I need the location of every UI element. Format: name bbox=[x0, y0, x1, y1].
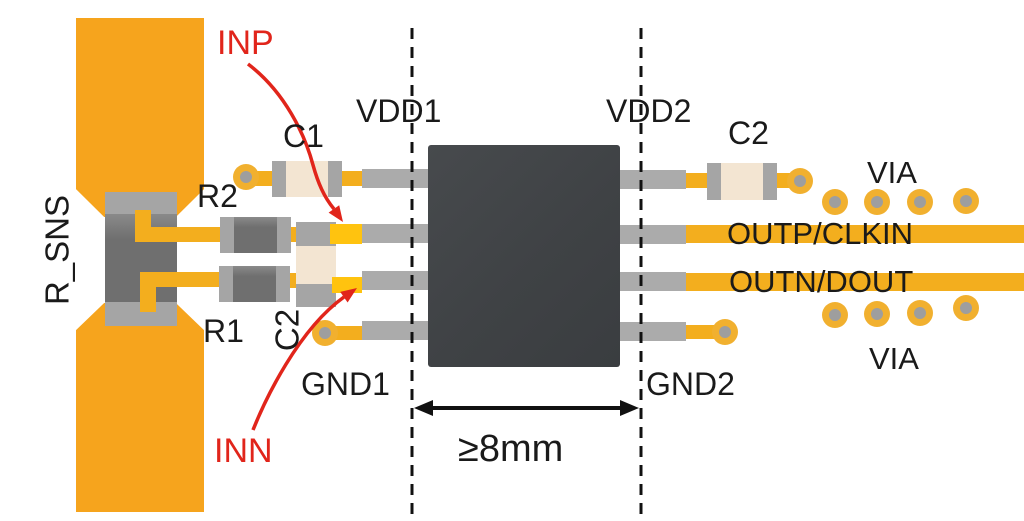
via-top-row-4 bbox=[953, 188, 979, 214]
ic-pad-left-2 bbox=[362, 224, 432, 243]
vdd1-trace-right bbox=[342, 171, 364, 186]
cap-c2-body bbox=[721, 163, 763, 200]
via-hole bbox=[914, 307, 926, 319]
label-via-bottom: VIA bbox=[869, 341, 919, 376]
cap-c2-left-cap bbox=[707, 163, 721, 200]
cap-c1-body bbox=[286, 161, 328, 197]
via-hole bbox=[829, 196, 841, 208]
label-r-sns: R_SNS bbox=[38, 194, 76, 306]
via-hole bbox=[960, 195, 972, 207]
label-c2-input: C2 bbox=[268, 308, 306, 352]
outp-clkin-trace bbox=[686, 225, 1024, 243]
resistor-r2-left-cap bbox=[220, 217, 234, 253]
ic-pad-right-4 bbox=[616, 322, 686, 341]
via-top-row-2 bbox=[864, 189, 890, 215]
label-r1: R1 bbox=[203, 313, 244, 349]
inp-arrowhead bbox=[328, 205, 343, 222]
ic-pad-left-1 bbox=[362, 169, 432, 188]
label-vdd1: VDD1 bbox=[356, 93, 442, 129]
via-hole bbox=[719, 326, 731, 338]
label-r2: R2 bbox=[197, 178, 238, 214]
resistor-r1-right-cap bbox=[276, 266, 290, 302]
ic-pad-right-3 bbox=[616, 272, 686, 291]
label-vdd2: VDD2 bbox=[606, 93, 692, 129]
via-bottom-row-4 bbox=[953, 295, 979, 321]
label-inp: INP bbox=[217, 24, 274, 62]
via-bottom-row-3 bbox=[907, 300, 933, 326]
ic-pad-left-3 bbox=[362, 271, 432, 290]
shunt-bottom-copper-pad bbox=[76, 303, 204, 512]
inn-pad bbox=[332, 277, 362, 293]
ic-pad-right-1 bbox=[616, 170, 686, 189]
via-gnd1 bbox=[312, 320, 338, 346]
via-gnd2 bbox=[712, 319, 738, 345]
label-c2: C2 bbox=[728, 115, 769, 151]
ic-pad-right-2 bbox=[616, 225, 686, 244]
via-top-row-3 bbox=[907, 189, 933, 215]
via-top-row-1 bbox=[822, 189, 848, 215]
input-cap-top-cap bbox=[296, 222, 336, 246]
resistor-r1-left-cap bbox=[219, 266, 233, 302]
label-outn-dout: OUTN/DOUT bbox=[729, 264, 914, 299]
label-min-distance: ≥8mm bbox=[458, 428, 564, 470]
label-c1: C1 bbox=[283, 118, 324, 154]
kelvin-trace-inn bbox=[140, 272, 220, 287]
label-outp-clkin: OUTP/CLKIN bbox=[727, 216, 914, 251]
label-inn: INN bbox=[214, 432, 273, 470]
shunt-top-copper-pad bbox=[76, 18, 204, 217]
via-hole bbox=[871, 196, 883, 208]
input-cap-body bbox=[296, 246, 336, 284]
ic-chip bbox=[428, 145, 620, 367]
cap-c2-right-cap bbox=[763, 163, 777, 200]
via-hole bbox=[871, 308, 883, 320]
via-vdd2 bbox=[787, 168, 813, 194]
via-bottom-row-1 bbox=[822, 302, 848, 328]
via-hole bbox=[319, 327, 331, 339]
cap-c1-left-cap bbox=[272, 161, 286, 197]
input-cap-bottom-cap bbox=[296, 284, 336, 307]
resistor-r2-body bbox=[234, 217, 277, 253]
via-hole bbox=[914, 196, 926, 208]
label-gnd2: GND2 bbox=[646, 366, 735, 402]
via-hole bbox=[794, 175, 806, 187]
kelvin-trace-inp bbox=[135, 227, 220, 242]
via-hole bbox=[960, 302, 972, 314]
ic-pad-left-4 bbox=[362, 321, 432, 340]
cap-c1-right-cap bbox=[328, 161, 342, 197]
dimension-arrowhead-right bbox=[620, 400, 639, 416]
dimension-arrowhead-left bbox=[414, 400, 433, 416]
outn-dout-trace bbox=[686, 273, 1024, 291]
vdd2-trace-left bbox=[686, 173, 711, 188]
inp-pad bbox=[330, 224, 362, 244]
label-gnd1: GND1 bbox=[301, 366, 390, 402]
kelvin-trace-inn-stub bbox=[140, 272, 156, 312]
resistor-r2-right-cap bbox=[277, 217, 291, 253]
via-hole bbox=[240, 171, 252, 183]
via-hole bbox=[829, 309, 841, 321]
via-bottom-row-2 bbox=[864, 301, 890, 327]
resistor-r1-body bbox=[233, 266, 276, 302]
label-via-top: VIA bbox=[867, 155, 917, 190]
